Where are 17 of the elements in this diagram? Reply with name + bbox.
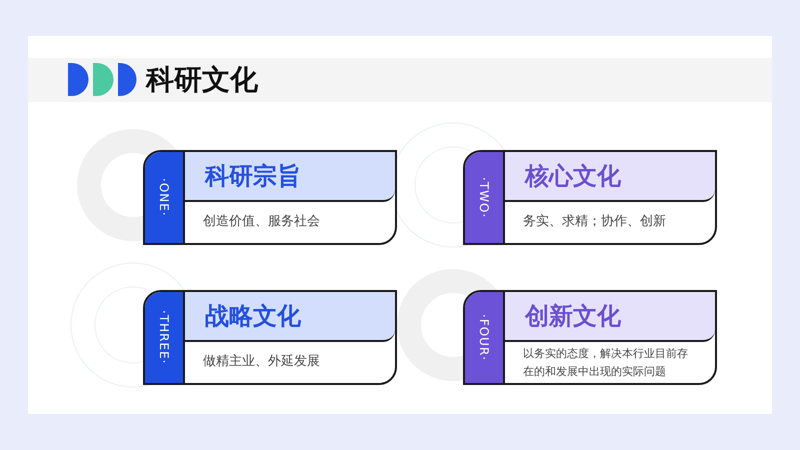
card-description: 做精主业、外延发展 (203, 353, 320, 372)
card-heading: 科研宗旨 (205, 161, 301, 192)
card-heading: 战略文化 (205, 301, 301, 332)
tab-label: ·THREE· (157, 310, 171, 365)
card (143, 290, 397, 385)
card-heading: 创新文化 (525, 301, 621, 332)
card (463, 150, 717, 245)
card-heading: 核心文化 (525, 161, 621, 192)
tab-label: ·TWO· (477, 176, 491, 218)
card-description: 务实、求精；协作、创新 (523, 213, 666, 232)
tab-label: ·ONE· (157, 178, 171, 217)
card-description: 创造价值、服务社会 (203, 213, 320, 232)
card (463, 290, 717, 385)
tab-label: ·FOUR· (477, 314, 491, 362)
title: 科研文化 (146, 62, 258, 98)
card-description: 以务实的态度，解决本行业目前存在的和发展中出现的实际问题 (523, 346, 689, 380)
card (143, 150, 397, 245)
